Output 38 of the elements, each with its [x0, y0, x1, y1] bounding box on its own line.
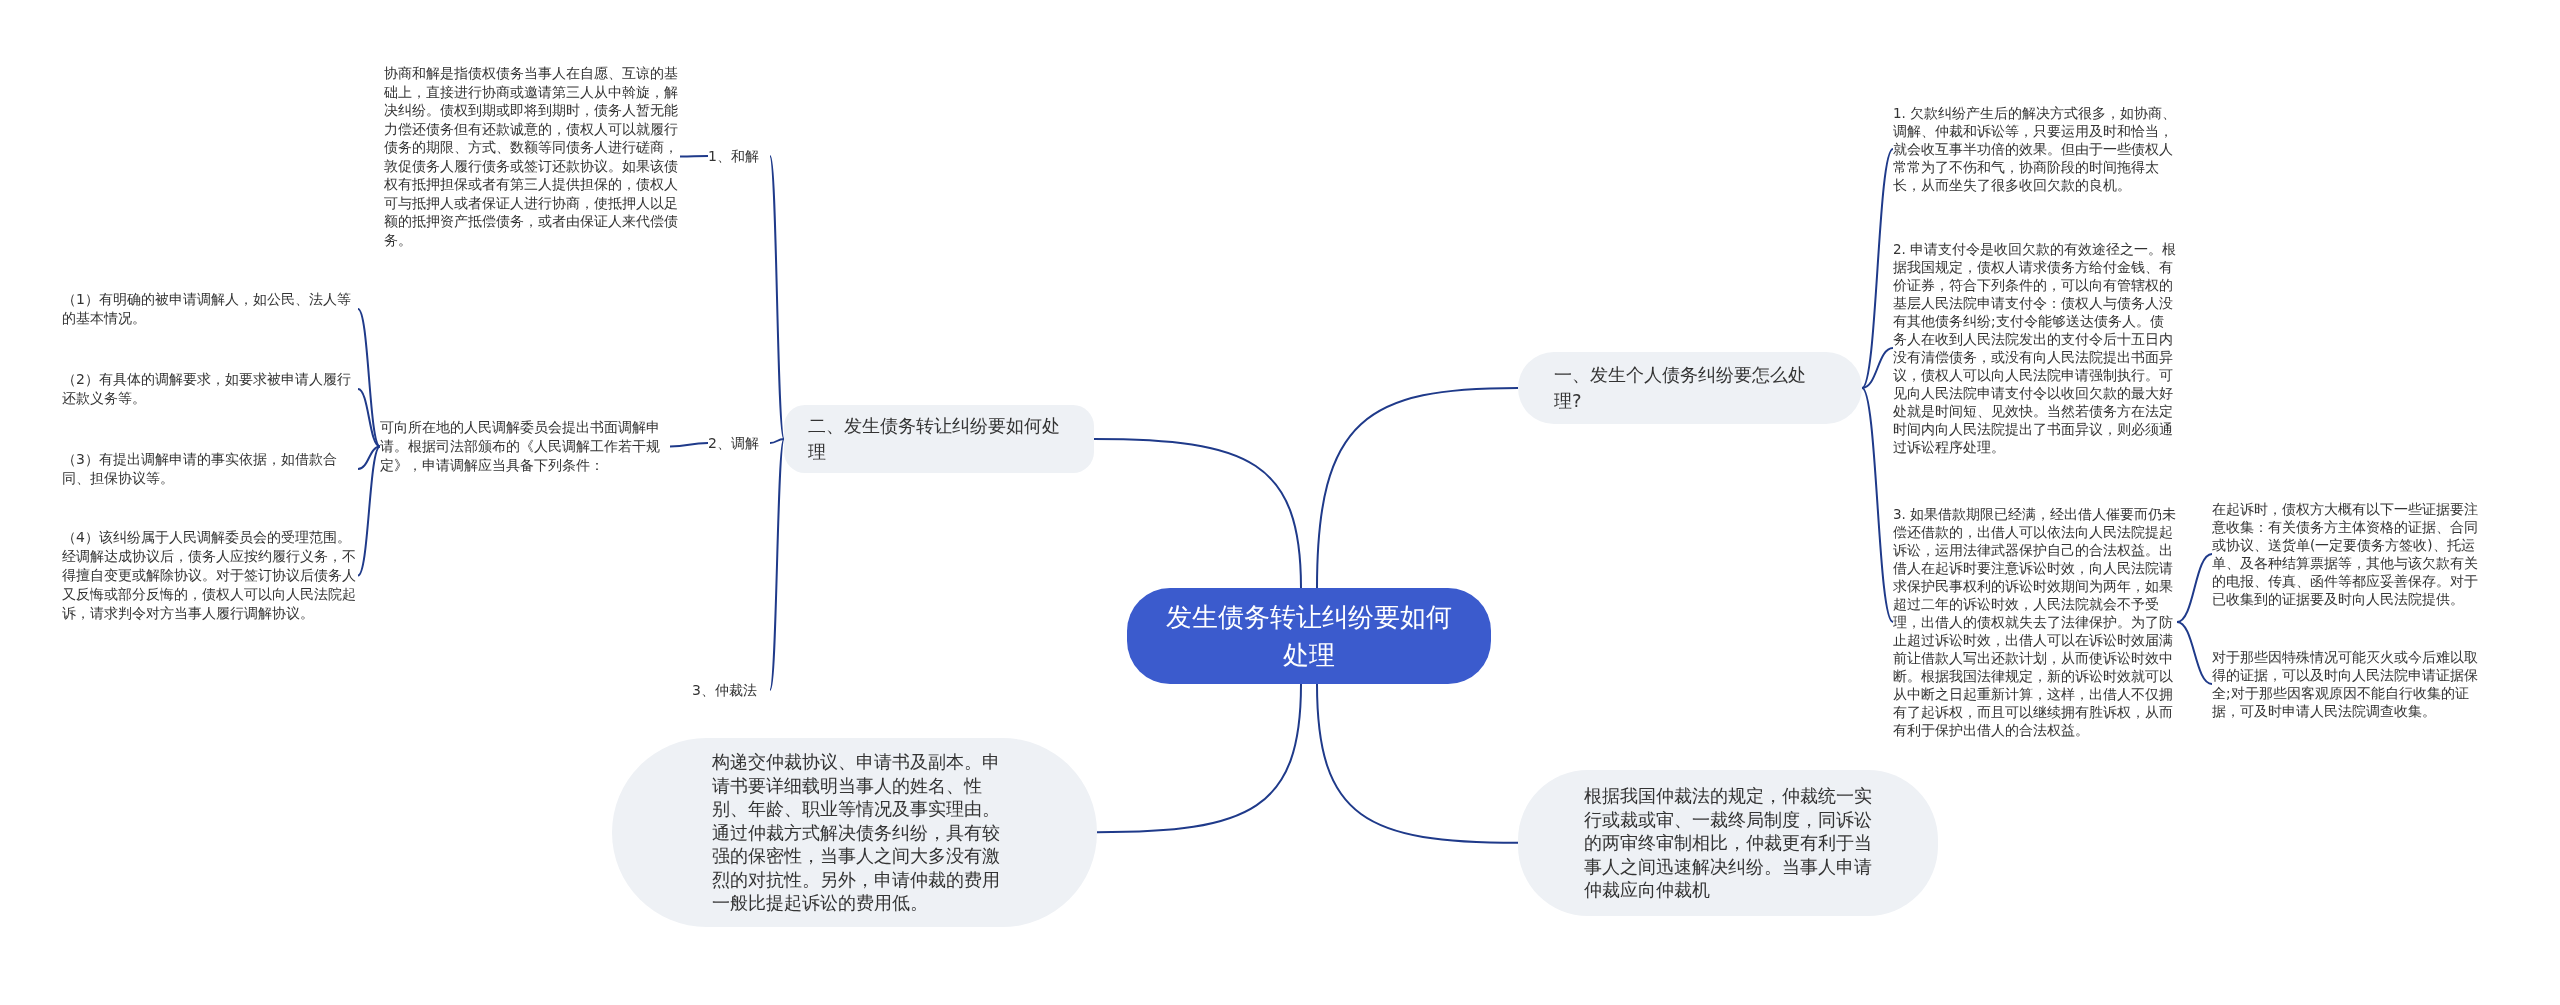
note-text: 协商和解是指债权债务当事人在自愿、互谅的基础上，直接进行协商或邀请第三人从中斡旋，解决纠纷。债权到期或即将到期时，债务人暂无能力偿还债务但有还款诚意的，债权人可以就履行债务的期限、方式、数额等同债务人进行磋商，敦促债务人履行债务或签订还款协议。如果该债权有抵押担保或者有第三人提供担保的，债权人可与抵押人或者保证人进行协商，使抵押人以足额的抵押资产抵偿债务，或者由保证人来代偿债务。: [384, 64, 680, 249]
topic-text: 根据我国仲裁法的规定，仲裁统一实行或裁或审、一裁终局制度，同诉讼的两审终审制相比，仲裁更有利于当事人之间迅速解决纠纷。当事人申请仲裁应向仲裁机: [1584, 784, 1873, 902]
connector-line: [1861, 347, 1894, 389]
connector-line: [357, 445, 381, 470]
connector-line: [2176, 621, 2213, 685]
connector-line: [679, 155, 709, 158]
connector-line: [769, 438, 785, 444]
topic-bubble: [784, 405, 1094, 473]
note-text: 1、和解: [708, 146, 770, 166]
connector-line: [1096, 683, 1302, 834]
connector-line: [769, 155, 785, 440]
connector-line: [1861, 148, 1894, 389]
connector-line: [2176, 553, 2213, 623]
note-text: 1. 欠款纠纷产生后的解决方式很多，如协商、调解、仲裁和诉讼等，只要运用及时和恰当，就会收互事半功倍的效果。但由于一些债权人常常为了不伤和气，协商阶段的时间拖得太长，从而坐失了很多收回欠款的良机。: [1893, 104, 2177, 194]
connector-line: [357, 445, 381, 577]
topic-text: 二、发生债务转让纠纷要如何处理: [808, 414, 1061, 464]
note-text: （2）有具体的调解要求，如要求被申请人履行还款义务等。: [62, 370, 358, 408]
note-text: 2、调解: [708, 433, 770, 453]
connector-line: [357, 308, 381, 448]
note-text: 对于那些因特殊情况可能灭火或今后难以取得的证据，可以及时向人民法院申请证据保全;对于那些因客观原因不能自行收集的证据，可及时申请人民法院调查收集。: [2212, 648, 2487, 720]
topic-text: 构递交仲裁协议、申请书及副本。申请书要详细载明当事人的姓名、性别、年龄、职业等情况及事实理由。通过仲裁方式解决债务纠纷，具有较强的保密性，当事人之间大多没有激烈的对抗性。另外，申请仲裁的费用一般比提起诉讼的费用低。: [712, 750, 1001, 915]
note-text: 3、仲裁法: [692, 680, 770, 700]
connector-line: [1316, 683, 1519, 844]
connector-line: [669, 442, 709, 448]
note-text: （1）有明确的被申请调解人，如公民、法人等的基本情况。: [62, 290, 358, 328]
note-text: （3）有提出调解申请的事实依据，如借款合同、担保协议等。: [62, 450, 358, 488]
note-text: （4）该纠纷属于人民调解委员会的受理范围。经调解达成协议后，债务人应按约履行义务，不得擅自变更或解除协议。对于签订协议后债务人又反悔或部分反悔的，债权人可以向人民法院起诉，请求判令对方当事人履行调解协议。: [62, 528, 358, 623]
note-text: 在起诉时，债权方大概有以下一些证据要注意收集：有关债务方主体资格的证据、合同或协议、送货单(一定要债务方签收)、托运单、及各种结算票据等，其他与该欠款有关的电报、传真、函件等都应妥善保存。对于已收集到的证据要及时向人民法院提供。: [2212, 500, 2487, 608]
connector-line: [1316, 387, 1519, 589]
connector-line: [357, 388, 381, 448]
connector-line: [1861, 387, 1894, 623]
note-text: 可向所在地的人民调解委员会提出书面调解申请。根据司法部颁布的《人民调解工作若干规定》，申请调解应当具备下列条件：: [380, 418, 670, 475]
note-text: 2. 申请支付令是收回欠款的有效途径之一。根据我国规定，债权人请求债务方给付金钱、有价证券，符合下列条件的，可以向有管辖权的基层人民法院申请支付令：债权人与债务人没有其他债务纠纷;支付令能够送达债务人。债务人在收到人民法院发出的支付令后十五日内没有清偿债务，或没有向人民法院提出书面异议，债权人可以向人民法院申请强制执行。可见向人民法院申请支付令以收回欠款的最大好处就是时间短、见效快。当然若债务方在法定时间内向人民法院提出了书面异议，则必须通过诉讼程序处理。: [1893, 240, 2177, 456]
topic-text: 一、发生个人债务纠纷要怎么处理?: [1554, 363, 1807, 413]
note-text: 3. 如果借款期限已经满，经出借人催要而仍未偿还借款的，出借人可以依法向人民法院提起诉讼，运用法律武器保护自己的合法权益。出借人在起诉时要注意诉讼时效，向人民法院请求保护民事权利的诉讼时效期间为两年，如果超过二年的诉讼时效，人民法院就会不予受理，出借人的债权就失去了法律保护。为了防止超过诉讼时效，出借人可以在诉讼时效届满前让借款人写出还款计划，从而使诉讼时效中断。根据我国法律规定，新的诉讼时效就可以从中断之日起重新计算，这样，出借人不仅拥有了起诉权，而且可以继续拥有胜诉权，从而有利于保护出借人的合法权益。: [1893, 505, 2177, 739]
connector-line: [1093, 438, 1302, 589]
connector-line: [769, 438, 785, 691]
topic-text: 发生债务转让纠纷要如何处理: [1165, 601, 1453, 672]
